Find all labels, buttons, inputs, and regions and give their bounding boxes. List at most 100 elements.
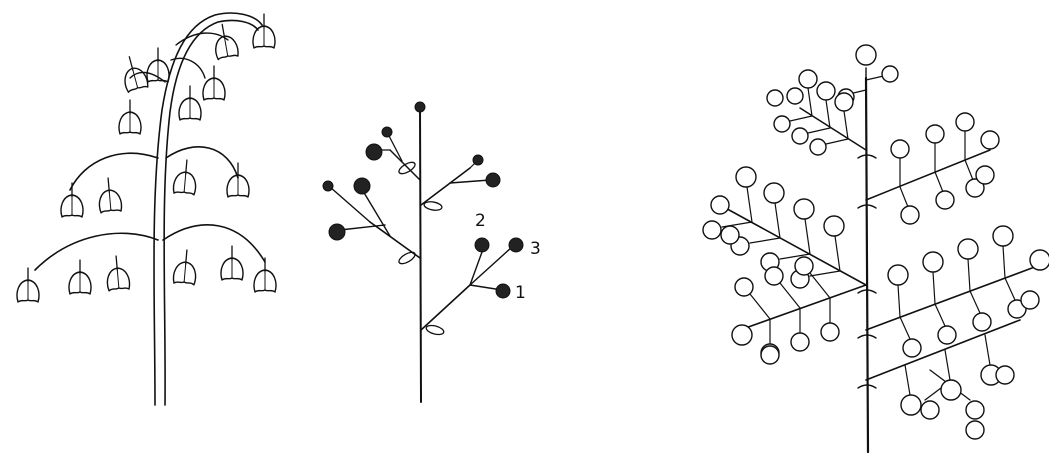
- circle-flower: [1021, 291, 1039, 309]
- branch-line: [965, 160, 973, 180]
- branch-line: [810, 273, 830, 298]
- circle-flower: [966, 401, 984, 419]
- circle-flower: [794, 199, 814, 219]
- label-3: 3: [530, 239, 541, 259]
- branch-curve: [163, 225, 265, 262]
- circle-flower: [735, 278, 753, 296]
- bell-midrib: [109, 192, 111, 210]
- bell-flower: [105, 255, 130, 291]
- branch-line: [808, 128, 830, 133]
- bell-flower: [147, 48, 169, 82]
- branch-curve: [70, 153, 158, 190]
- branch-line: [935, 304, 945, 326]
- circle-flower: [703, 221, 721, 239]
- circle-flower: [711, 196, 729, 214]
- circle-flower: [824, 216, 844, 236]
- dark-bud: [354, 178, 370, 194]
- dark-bud: [475, 238, 489, 252]
- branch-line: [1005, 278, 1015, 300]
- circle-flower: [761, 346, 779, 364]
- bell-flower: [61, 183, 83, 217]
- branch-line: [970, 291, 980, 313]
- circle-flower: [765, 267, 783, 285]
- branch-line: [933, 272, 935, 304]
- circle-flower: [888, 265, 908, 285]
- branch-line: [898, 285, 900, 317]
- circle-flower: [774, 116, 790, 132]
- bract: [425, 324, 444, 336]
- bell-flower: [211, 22, 239, 59]
- bell-flower: [17, 268, 39, 302]
- circle-flower: [764, 183, 784, 203]
- circle-flower: [923, 252, 943, 272]
- branch-line: [935, 172, 943, 192]
- bell-flower: [69, 260, 91, 294]
- branch-curve: [166, 147, 238, 178]
- branch-curve: [35, 233, 158, 270]
- branch-line: [750, 238, 780, 243]
- bell-midrib: [117, 270, 119, 288]
- circle-flower: [1030, 250, 1049, 270]
- branch-line: [900, 187, 908, 207]
- circle-flower: [787, 88, 803, 104]
- circle-flower: [856, 45, 876, 65]
- branch-line: [450, 180, 490, 183]
- dark-bud: [415, 102, 425, 112]
- circle-flower: [941, 380, 961, 400]
- label-1: 1: [515, 283, 526, 303]
- bell-flower: [221, 246, 243, 280]
- dark-bud: [323, 181, 333, 191]
- branch-line: [740, 285, 866, 330]
- branch-curve: [171, 58, 205, 78]
- branch-line: [985, 335, 990, 365]
- circle-flower: [996, 366, 1014, 384]
- panel-raceme-labeled: 2 3 1: [323, 102, 541, 402]
- branch-line: [968, 259, 970, 291]
- circle-flower: [792, 128, 808, 144]
- dark-bud: [382, 127, 392, 137]
- branch-line: [421, 168, 470, 205]
- branch-line: [800, 108, 866, 150]
- branch-line: [945, 350, 950, 380]
- circle-flower: [767, 90, 783, 106]
- branch-line: [1003, 246, 1005, 278]
- circle-flower: [938, 326, 956, 344]
- branch-line: [835, 236, 840, 271]
- branch-line: [747, 187, 752, 222]
- circle-flower: [795, 257, 813, 275]
- branch-line: [826, 139, 848, 144]
- circle-flower: [810, 139, 826, 155]
- panel-drooping-raceme: [17, 13, 276, 405]
- bell-flower: [179, 86, 201, 120]
- branch-line: [810, 271, 840, 276]
- bell-flower: [119, 100, 141, 134]
- circle-flower: [921, 401, 939, 419]
- p1-branches: [35, 33, 265, 270]
- branch-line: [805, 219, 810, 254]
- circle-flower: [901, 206, 919, 224]
- p2-flowers: [323, 102, 523, 298]
- bell-flower: [227, 163, 249, 197]
- bract: [397, 250, 417, 266]
- bract: [423, 200, 442, 211]
- p1-flowers: [17, 14, 276, 302]
- branch-line: [826, 100, 830, 128]
- panel-compound-raceme: [703, 45, 1049, 452]
- branch-line: [750, 294, 770, 319]
- branch-line: [421, 285, 470, 330]
- circle-flower: [736, 167, 756, 187]
- circle-flower: [835, 93, 853, 111]
- circle-flower: [817, 82, 835, 100]
- bell-midrib: [184, 174, 186, 192]
- dark-bud: [329, 224, 345, 240]
- dark-bud: [509, 238, 523, 252]
- circle-flower: [956, 113, 974, 131]
- label-2: 2: [475, 211, 486, 231]
- dark-bud: [486, 173, 500, 187]
- circle-flower: [966, 421, 984, 439]
- dark-bud: [366, 144, 382, 160]
- circle-flower: [721, 226, 739, 244]
- circle-flower: [926, 125, 944, 143]
- circle-flower: [882, 66, 898, 82]
